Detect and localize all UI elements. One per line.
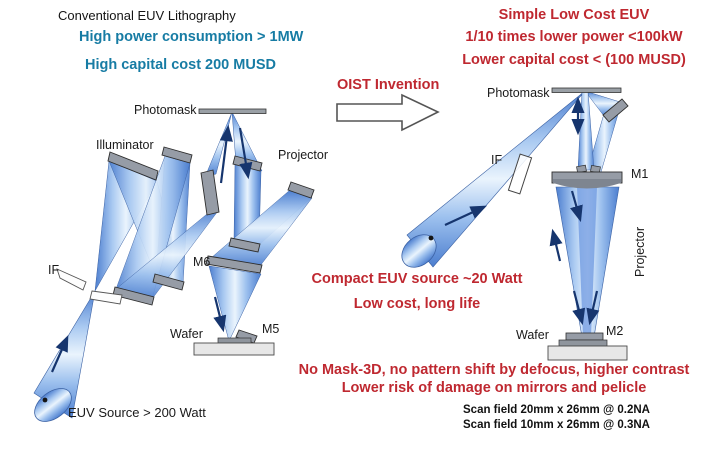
left-title: Conventional EUV Lithography xyxy=(58,8,236,23)
projector-mirror-2 xyxy=(228,237,261,253)
euv-source-label: EUV Source > 200 Watt xyxy=(68,405,206,420)
fold-mirror xyxy=(200,169,220,216)
arrow-m1-down xyxy=(570,190,583,223)
arrow-to-wafer-2 xyxy=(586,290,600,326)
illuminator-mirror-top-right xyxy=(161,146,193,164)
if-right-label: IF xyxy=(491,153,503,167)
illuminator-label: Illuminator xyxy=(96,138,154,152)
lowcost-label: Low cost, long life xyxy=(353,296,481,312)
claim1: No Mask-3D, no pattern shift by defocus,… xyxy=(298,362,690,378)
arrow-to-wafer-left xyxy=(213,296,227,333)
beam-m6-to-wafer xyxy=(208,265,262,342)
source-point xyxy=(42,397,48,403)
if-slit xyxy=(507,153,533,195)
arrow-source-up xyxy=(50,334,69,373)
scan-field-2: Scan field 10mm x 26mm @ 0.3NA xyxy=(463,419,650,431)
wafer-stage-right xyxy=(547,345,628,361)
right-header: Simple Low Cost EUV 1/10 times lower pow… xyxy=(446,7,702,68)
wafer-bar-left xyxy=(217,337,252,344)
invention-label: OIST Invention xyxy=(337,77,440,93)
oist-system xyxy=(401,87,629,361)
arrow-to-wafer-1 xyxy=(572,290,586,326)
projector-right-label: Projector xyxy=(633,226,647,278)
arrow-source-beam xyxy=(444,205,487,226)
beam-fold-to-photomask xyxy=(204,111,233,178)
illuminator-mirror-bottom-left xyxy=(112,286,155,306)
if-aperture-right-blade xyxy=(89,290,123,305)
illuminator-mirror-top-left xyxy=(107,151,159,181)
mirror-m2 xyxy=(565,332,604,341)
m6-label: M6 xyxy=(193,255,211,269)
fold-mirror-top xyxy=(602,98,629,123)
m1-label: M1 xyxy=(631,167,649,181)
photomask-bar-left xyxy=(198,108,267,114)
right-power-line: 1/10 times lower power <100kW xyxy=(465,29,683,45)
illuminator-mirror-bottom-right xyxy=(152,273,185,291)
m2-label: M2 xyxy=(606,324,624,338)
wafer-right-label: Wafer xyxy=(516,328,549,342)
photomask-left-label: Photomask xyxy=(134,103,197,117)
m5-label: M5 xyxy=(262,322,280,336)
center-claims: Compact EUV source ~20 Watt Low cost, lo… xyxy=(292,271,542,312)
mirror-m1-nub-left xyxy=(576,164,587,174)
projector-mirror-3 xyxy=(287,181,315,199)
beam-projector-3 xyxy=(210,189,313,267)
arrow-to-photomask xyxy=(219,124,233,184)
compact-source-point xyxy=(428,235,434,241)
claim2: Lower risk of damage on mirrors and peli… xyxy=(341,380,647,396)
right-title: Simple Low Cost EUV xyxy=(498,7,650,23)
wafer-bar-right xyxy=(558,339,608,347)
photomask-right-label: Photomask xyxy=(487,86,550,100)
source-cap xyxy=(34,388,72,422)
wafer-stage-left xyxy=(193,342,275,356)
bottom-claims: No Mask-3D, no pattern shift by defocus,… xyxy=(272,362,716,396)
right-cost-line: Lower capital cost < (100 MUSD) xyxy=(462,52,686,68)
beam-photomask-down xyxy=(577,90,595,171)
compact-source-label: Compact EUV source ~20 Watt xyxy=(311,271,523,287)
compact-source-cap xyxy=(401,234,437,268)
mirror-m6 xyxy=(205,255,263,274)
if-left-label: IF xyxy=(48,263,60,277)
left-cost-line: High capital cost 200 MUSD xyxy=(85,57,276,73)
arrow-projector-up xyxy=(549,228,563,262)
invention-block-arrow xyxy=(336,93,440,132)
if-aperture-left-blade xyxy=(56,268,87,291)
scan-field-1: Scan field 20mm x 26mm @ 0.2NA xyxy=(463,404,650,416)
projector-left-label: Projector xyxy=(278,148,329,162)
photomask-bar-right xyxy=(551,87,622,93)
wafer-left-label: Wafer xyxy=(170,327,203,341)
left-power-line: High power consumption > 1MW xyxy=(79,29,304,45)
mirror-m1-curve xyxy=(553,179,621,189)
arrow-from-photomask xyxy=(238,127,253,180)
beam-inner-column xyxy=(577,187,597,337)
conventional-system xyxy=(33,108,315,422)
